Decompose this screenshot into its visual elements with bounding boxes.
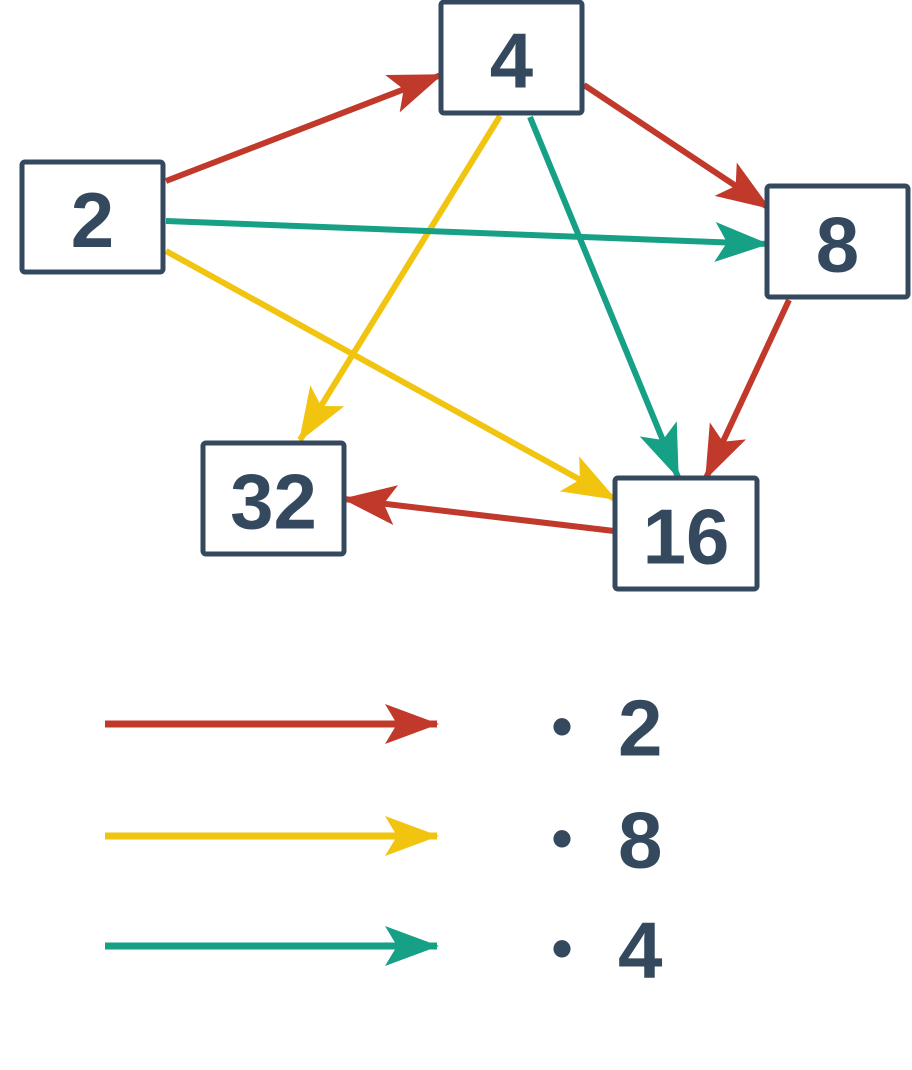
legend-label: 8 (618, 796, 663, 885)
nodes-layer: 2 4 8 16 32 (19, 0, 911, 592)
node-label: 8 (816, 201, 859, 289)
node-label: 16 (643, 493, 730, 581)
node-label: 2 (71, 176, 114, 264)
edges-layer (164, 72, 792, 534)
edge-n4-to-n16 (527, 115, 681, 479)
node-32: 32 (200, 440, 347, 557)
legend-item-yellow: •8 (105, 796, 663, 885)
node-box (200, 440, 347, 557)
edge-n8-to-n16 (703, 298, 792, 480)
edge-n2-to-n16 (164, 248, 617, 502)
legend-item-red: •2 (105, 684, 663, 773)
edge-n16-to-n32 (342, 485, 615, 534)
node-box (438, 0, 585, 116)
edge-n4-to-n8 (582, 82, 771, 211)
edge-n4-to-n32 (297, 114, 503, 442)
node-box (19, 159, 166, 275)
node-4: 4 (438, 0, 585, 116)
legend-label: 4 (618, 906, 663, 995)
legend-item-teal: •4 (105, 906, 663, 995)
legend: •2•8•4 (105, 684, 663, 995)
node-box (764, 183, 911, 300)
node-16: 16 (612, 475, 760, 592)
edge-n2-to-n8 (165, 218, 769, 262)
legend-bullet: • (551, 915, 572, 982)
node-label: 4 (490, 17, 533, 105)
legend-label: 2 (618, 684, 663, 773)
legend-bullet: • (551, 805, 572, 872)
edge-n2-to-n4 (164, 72, 443, 184)
legend-bullet: • (551, 693, 572, 760)
node-2: 2 (19, 159, 166, 275)
node-label: 32 (230, 458, 317, 546)
node-8: 8 (764, 183, 911, 300)
node-box (612, 475, 760, 592)
